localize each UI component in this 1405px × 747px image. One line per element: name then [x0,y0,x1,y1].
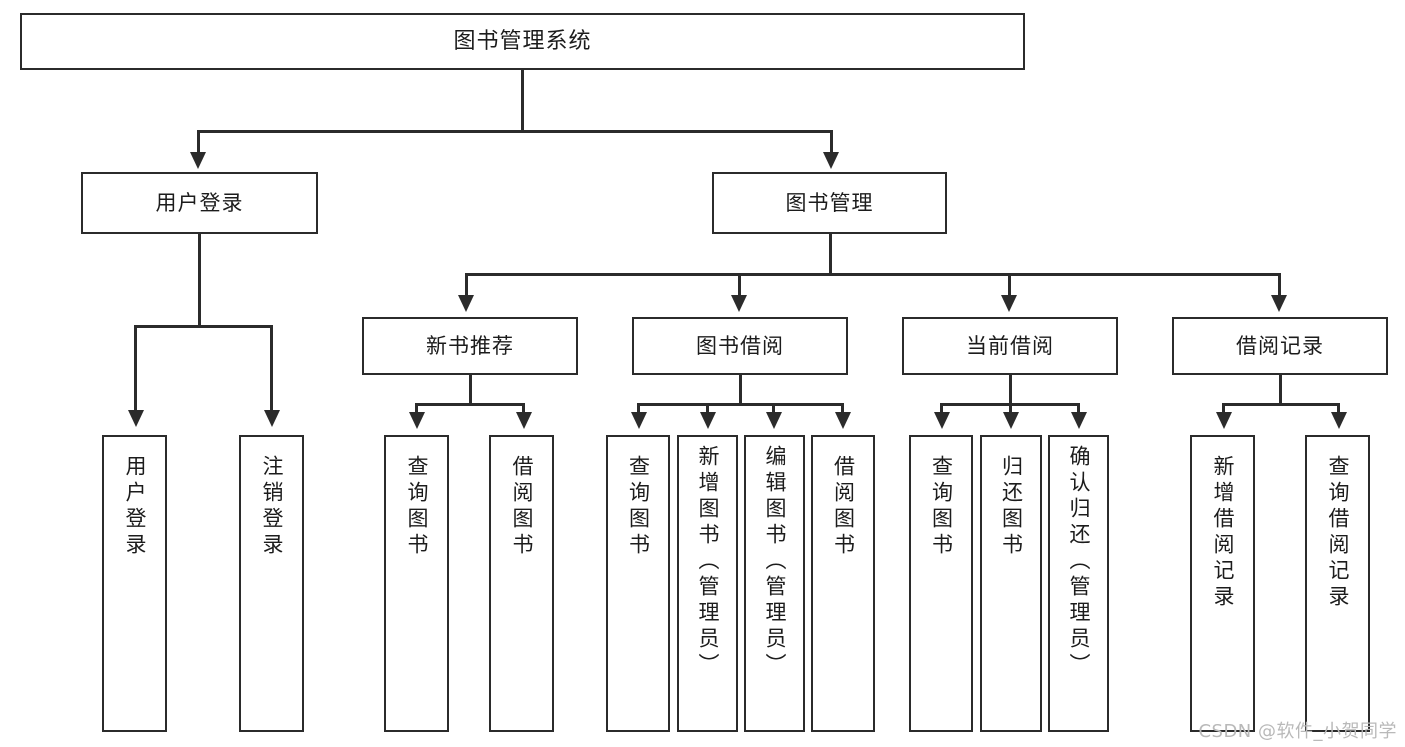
leaf-current-query-book[interactable]: 查询图书 [909,435,973,732]
node-book-borrow[interactable]: 图书借阅 [632,317,848,375]
arrowhead-down-icon [516,412,532,429]
node-label: 查询图书 [626,455,651,559]
csdn-watermark: CSDN @软件_小贺同学 [1198,721,1397,742]
connector-root-stem [521,70,524,132]
connector-new-book-rec-stem [469,375,472,406]
connector-drop-leaf-user-login [134,325,137,413]
connector-drop-book-manage [830,130,833,155]
arrowhead-down-icon [835,412,851,429]
leaf-borrow-add-book[interactable]: 新增图书（管理员） [677,435,738,732]
node-label: 新增借阅记录 [1211,455,1235,611]
arrowhead-down-icon [934,412,950,429]
arrowhead-down-icon [458,295,474,312]
node-label: 编辑图书（管理员） [763,445,787,679]
node-label: 借阅图书 [831,455,856,559]
node-label: 用户登录 [123,455,147,559]
connector-drop-current-borrow [1008,273,1011,298]
leaf-current-confirm-return[interactable]: 确认归还（管理员） [1048,435,1109,732]
arrowhead-down-icon [264,410,280,427]
connector-drop-leaf-borrow-query [637,403,640,415]
leaf-add-borrow-record[interactable]: 新增借阅记录 [1190,435,1255,732]
connector-level3-bus [465,273,1280,276]
connector-drop-leaf-rec-query [415,403,418,415]
node-label: 图书借阅 [696,333,784,358]
node-label: 新书推荐 [426,333,514,358]
connector-drop-leaf-borrow-lend [841,403,844,415]
leaf-rec-query-book[interactable]: 查询图书 [384,435,449,732]
connector-drop-leaf-cur-return [1009,403,1012,415]
node-label: 借阅记录 [1236,333,1324,358]
arrowhead-down-icon [766,412,782,429]
connector-new-book-rec-bus [415,403,525,406]
arrowhead-down-icon [1331,412,1347,429]
arrowhead-down-icon [1071,412,1087,429]
arrowhead-down-icon [731,295,747,312]
arrowhead-down-icon [128,410,144,427]
node-book-manage[interactable]: 图书管理 [712,172,947,234]
leaf-borrow-query-book[interactable]: 查询图书 [606,435,670,732]
arrowhead-down-icon [700,412,716,429]
connector-drop-new-book-rec [465,273,468,298]
node-label: 用户登录 [155,190,244,215]
node-new-book-recommend[interactable]: 新书推荐 [362,317,578,375]
node-root-system[interactable]: 图书管理系统 [20,13,1025,70]
arrowhead-down-icon [1003,412,1019,429]
node-label: 确认归还（管理员） [1067,445,1091,679]
leaf-current-return-book[interactable]: 归还图书 [980,435,1042,732]
connector-drop-leaf-user-logout [270,325,273,413]
node-label: 查询借阅记录 [1326,455,1350,611]
connector-drop-leaf-borrow-add [706,403,709,415]
node-label: 新增图书（管理员） [696,445,720,679]
node-borrow-record[interactable]: 借阅记录 [1172,317,1388,375]
arrowhead-down-icon [631,412,647,429]
connector-drop-book-borrow [738,273,741,298]
node-current-borrow[interactable]: 当前借阅 [902,317,1118,375]
connector-drop-leaf-borrow-edit [772,403,775,415]
leaf-borrow-lend-book[interactable]: 借阅图书 [811,435,875,732]
leaf-user-login[interactable]: 用户登录 [102,435,167,732]
arrowhead-down-icon [190,152,206,169]
connector-drop-borrow-record [1278,273,1281,298]
node-label: 图书管理系统 [453,28,592,54]
arrowhead-down-icon [1001,295,1017,312]
arrowhead-down-icon [1216,412,1232,429]
connector-user-login-stem [198,234,201,328]
node-label: 当前借阅 [966,333,1054,358]
node-label: 查询图书 [929,455,954,559]
node-label: 查询图书 [405,455,429,559]
leaf-borrow-edit-book[interactable]: 编辑图书（管理员） [744,435,805,732]
leaf-user-logout[interactable]: 注销登录 [239,435,304,732]
arrowhead-down-icon [1271,295,1287,312]
connector-borrow-record-stem [1279,375,1282,406]
node-label: 归还图书 [999,455,1024,559]
node-label: 借阅图书 [510,455,534,559]
connector-book-borrow-stem [739,375,742,406]
arrowhead-down-icon [823,152,839,169]
connector-borrow-record-bus [1222,403,1338,406]
connector-user-login-bus [134,325,273,328]
connector-current-borrow-stem [1009,375,1012,406]
node-user-login[interactable]: 用户登录 [81,172,318,234]
leaf-query-borrow-record[interactable]: 查询借阅记录 [1305,435,1370,732]
connector-book-borrow-bus [637,403,844,406]
connector-drop-leaf-rec-borrow [522,403,525,415]
connector-book-manage-stem [829,234,832,276]
connector-root-bus [197,130,833,133]
node-label: 注销登录 [260,455,284,559]
leaf-rec-borrow-book[interactable]: 借阅图书 [489,435,554,732]
connector-drop-leaf-rec-search [1337,403,1340,415]
node-label: 图书管理 [785,190,874,215]
connector-drop-user-login [197,130,200,155]
connector-drop-leaf-cur-query [940,403,943,415]
arrowhead-down-icon [409,412,425,429]
connector-drop-leaf-cur-confirm [1077,403,1080,415]
connector-drop-leaf-rec-add [1222,403,1225,415]
